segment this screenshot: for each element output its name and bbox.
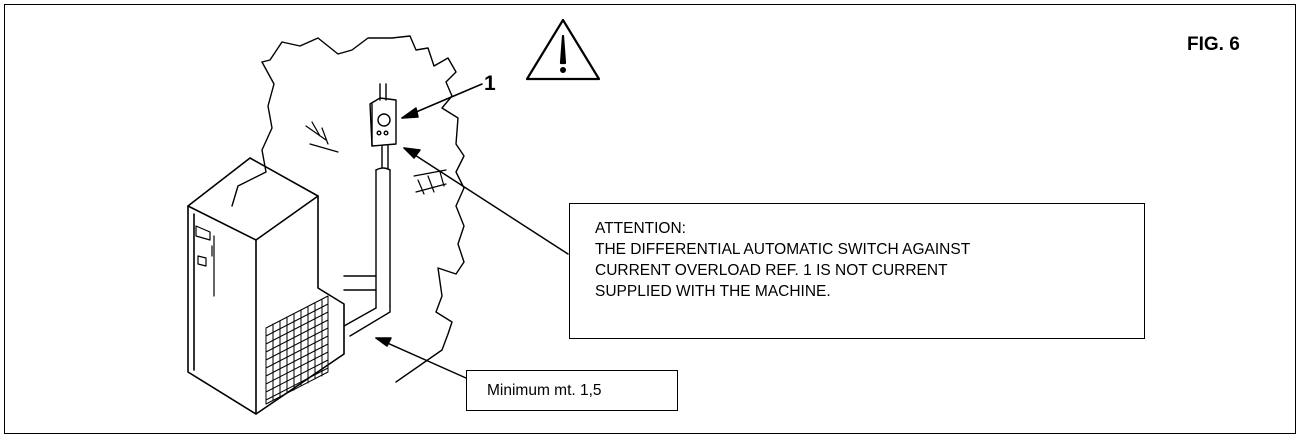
wall-hatching-left	[305, 121, 339, 153]
attention-line: THE DIFFERENTIAL AUTOMATIC SWITCH AGAINS…	[595, 241, 971, 258]
arrow-minimum	[375, 337, 467, 379]
callout-number: 1	[484, 72, 496, 95]
differential-switch	[369, 83, 397, 169]
wall-hatching-right	[413, 169, 447, 195]
warning-triangle-icon	[525, 18, 601, 81]
attention-note: ATTENTION: THE DIFFERENTIAL AUTOMATIC SW…	[569, 203, 1145, 339]
wall-left-edge	[231, 61, 275, 207]
cable-conduit-floor	[343, 275, 377, 291]
arrow-attention	[403, 147, 569, 255]
minimum-distance-note: Minimum mt. 1,5	[466, 370, 678, 411]
attention-line: CURRENT OVERLOAD REF. 1 IS NOT CURRENT	[595, 262, 948, 279]
cable-conduit-cap	[375, 167, 391, 171]
leader-arrows	[375, 83, 569, 379]
cable-conduit-vertical	[375, 169, 391, 309]
cable-conduit-elbow	[343, 305, 391, 337]
figure-frame	[4, 4, 1296, 434]
wall-outline	[261, 35, 465, 383]
attention-heading: ATTENTION:	[595, 220, 686, 237]
figure-label: FIG. 6	[1187, 34, 1240, 55]
attention-line: SUPPLIED WITH THE MACHINE.	[595, 283, 831, 300]
vent-grille	[265, 295, 329, 405]
